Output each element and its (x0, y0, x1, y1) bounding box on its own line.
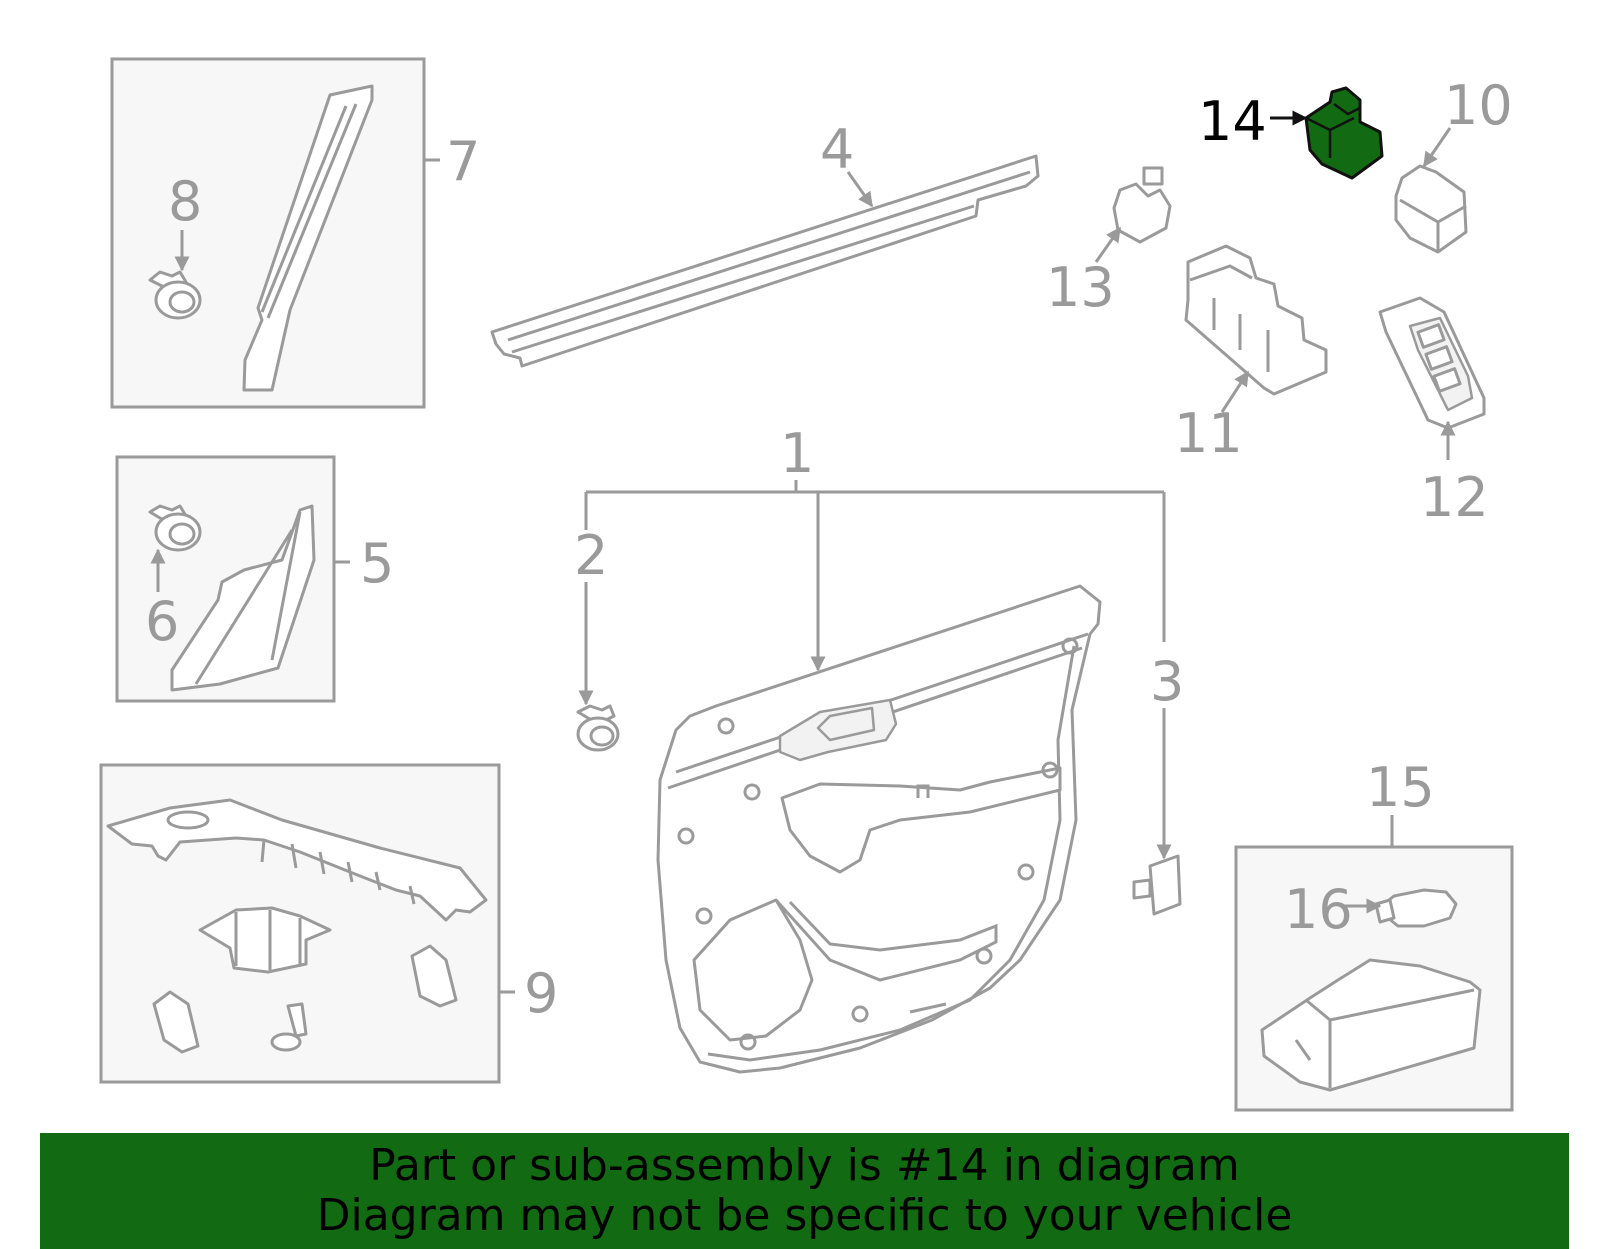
callout-4: 4 (820, 118, 854, 181)
clip-9b-part (152, 990, 200, 1054)
callout-16: 16 (1284, 878, 1353, 941)
banner-line-2: Diagram may not be specific to your vehi… (316, 1190, 1293, 1241)
belt-moulding-part: 4 (490, 118, 1040, 368)
callout-9: 9 (524, 962, 558, 1025)
screw-9-part (270, 1002, 308, 1052)
callout-13: 13 (1046, 256, 1115, 319)
callout-12: 12 (1420, 466, 1489, 529)
banner-line-1: Part or sub-assembly is #14 in diagram (369, 1140, 1240, 1191)
clip-9a-part (410, 944, 458, 1008)
clip-8-part: 8 (148, 170, 202, 320)
inner-garnish-part (170, 504, 316, 692)
clip-2-part (576, 704, 620, 752)
door-trim-panel-part (656, 584, 1102, 1074)
callout-10: 10 (1444, 74, 1513, 137)
callout-1: 1 (780, 422, 814, 485)
callout-2: 2 (574, 524, 608, 587)
armrest-base-part (106, 798, 488, 922)
clip-6-part: 6 (145, 504, 202, 653)
pillar-garnish-part (242, 84, 374, 392)
cap-3-part (1132, 854, 1182, 916)
armrest-bracket-part (198, 906, 332, 974)
switch-11-part: 11 (1174, 244, 1328, 465)
leader-group-1: 1 2 3 (574, 422, 1184, 860)
callout-11: 11 (1174, 402, 1243, 465)
callout-7: 7 (446, 130, 480, 193)
callout-15: 15 (1366, 756, 1435, 819)
callout-14: 14 (1198, 90, 1267, 153)
bulb-16-part: 16 (1284, 878, 1458, 941)
callout-5: 5 (360, 532, 394, 595)
switch-10-part: 10 (1394, 74, 1513, 254)
connector-13-part: 13 (1046, 166, 1172, 319)
switch-14-part: 14 (1198, 86, 1384, 180)
callout-3: 3 (1150, 650, 1184, 713)
switch-12-part: 12 (1378, 296, 1489, 529)
info-banner: Part or sub-assembly is #14 in diagram D… (40, 1133, 1569, 1249)
callout-8: 8 (168, 170, 202, 233)
callout-6: 6 (145, 590, 179, 653)
courtesy-lamp-part (1260, 958, 1482, 1092)
